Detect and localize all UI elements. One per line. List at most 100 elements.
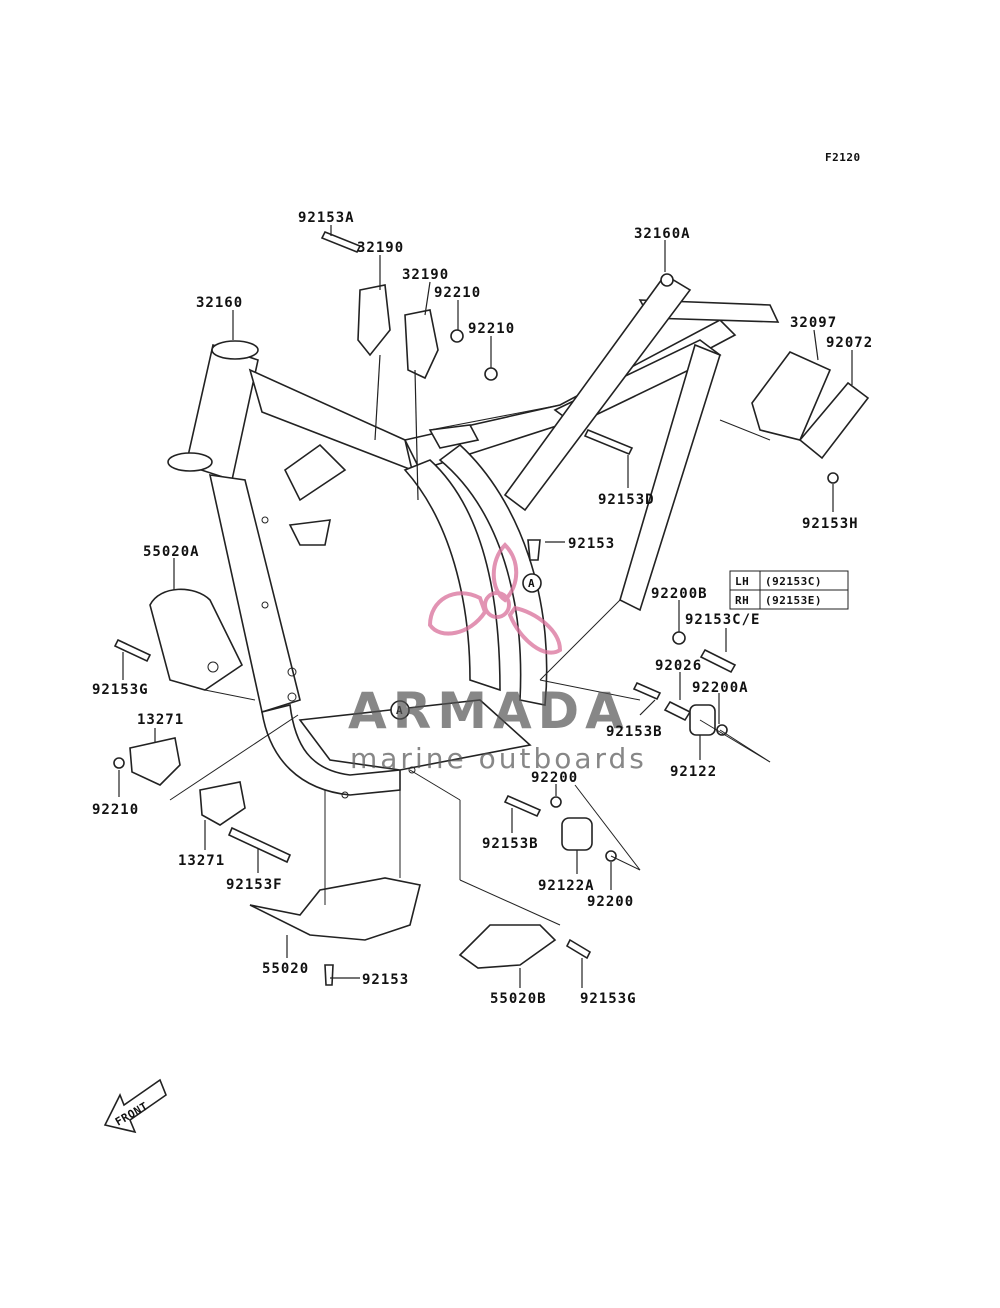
bolt-92153D — [583, 428, 634, 456]
subframe-joint — [660, 273, 674, 287]
side-table-row1-side: LH — [735, 575, 749, 588]
nut-92210-a — [450, 329, 464, 343]
nut-92210-b — [484, 367, 498, 381]
frame-hole-4 — [287, 692, 297, 702]
skid-plate-55020 — [249, 877, 421, 941]
part-label: 13271 — [137, 712, 184, 728]
head-tube-top — [211, 340, 259, 360]
guard-55020B — [458, 924, 557, 969]
gusset-3 — [428, 424, 480, 449]
part-label: 92153G — [580, 991, 637, 1007]
part-label: 55020 — [262, 961, 309, 977]
part-label: 32160A — [634, 226, 691, 242]
frame-hole-1 — [261, 516, 269, 524]
part-label: 92153B — [606, 724, 663, 740]
damper-92122A — [561, 817, 593, 851]
gusset-2 — [288, 519, 332, 546]
part-label: 32097 — [790, 315, 837, 331]
side-table-row2-side: RH — [735, 594, 749, 607]
part-label: 92122A — [538, 878, 595, 894]
part-label: 13271 — [178, 853, 225, 869]
part-label: 32190 — [357, 240, 404, 256]
watermark-brand: ARMADA — [348, 682, 630, 740]
part-label: 92153D — [598, 492, 655, 508]
bolt-92153-mid — [527, 539, 541, 561]
part-label: 92153 — [568, 536, 615, 552]
part-label: 55020B — [490, 991, 547, 1007]
bottom-cradle — [261, 704, 401, 796]
guard-55020A — [149, 588, 244, 691]
head-tube-bottom — [167, 452, 213, 472]
part-label: 92072 — [826, 335, 873, 351]
front-arrow: FRONT — [103, 1078, 167, 1134]
part-label: 92153 — [362, 972, 409, 988]
part-label: 92153H — [802, 516, 859, 532]
part-label: 32190 — [402, 267, 449, 283]
nut-92210-c — [113, 757, 125, 769]
damper-92122 — [689, 704, 716, 736]
part-label: 92153A — [298, 210, 355, 226]
part-label: 92210 — [92, 802, 139, 818]
side-table-row2-part: (92153E) — [765, 594, 822, 607]
frame-hole-6 — [408, 766, 416, 774]
bolt-92153B-a — [632, 681, 662, 701]
engine-bracket-1 — [357, 284, 391, 357]
part-label: 92153F — [226, 877, 283, 893]
part-label: 92210 — [434, 285, 481, 301]
down-tube — [208, 474, 301, 714]
guard-55020A-hole — [207, 661, 219, 673]
part-label: 92210 — [468, 321, 515, 337]
part-label: 92200 — [587, 894, 634, 910]
bolt-92153G-left — [113, 638, 152, 663]
bolt-92153H — [827, 472, 839, 484]
bolt-92153F — [227, 826, 292, 864]
logo-blade-3 — [507, 605, 563, 655]
bolt-92153CE — [699, 648, 737, 674]
engine-plate-13271-b — [199, 781, 246, 826]
front-arrow-shape — [103, 1078, 167, 1134]
part-label: 92026 — [655, 658, 702, 674]
ref-marker-a-lower-label: A — [396, 704, 403, 717]
bolt-92153-bottom — [324, 964, 334, 986]
frame-hole-2 — [261, 601, 269, 609]
bolt-92153G-right — [565, 938, 592, 960]
watermark: ARMADA marine outboards — [348, 542, 647, 775]
part-label: 55020A — [143, 544, 200, 560]
ref-marker-a-upper-label: A — [528, 577, 535, 590]
washer-92200B — [672, 631, 686, 645]
part-label: 92122 — [670, 764, 717, 780]
side-table: LH (92153C) RH (92153E) — [729, 570, 849, 610]
frame-hole-3 — [287, 667, 297, 677]
ref-marker-a-lower — [390, 700, 410, 720]
ref-marker-a-upper — [522, 573, 542, 593]
bolt-92153A — [320, 230, 362, 254]
watermark-tagline: marine outboards — [350, 742, 647, 775]
main-frame-drawing — [167, 273, 780, 799]
subframe-strut — [503, 273, 692, 512]
watermark-logo — [427, 542, 563, 655]
cdi-box-32097 — [751, 351, 832, 441]
part-label: 92200B — [651, 586, 708, 602]
frame-hole-5 — [341, 791, 349, 799]
part-label: 92153B — [482, 836, 539, 852]
washer-92200-a — [550, 796, 562, 808]
bolt-92153B-b — [503, 794, 542, 818]
part-label: 92200 — [531, 770, 578, 786]
swingarm-pivot-tube — [438, 443, 548, 706]
center-frame-tube — [403, 459, 501, 692]
subframe-rear-tube — [619, 343, 721, 612]
gusset-1 — [283, 443, 347, 502]
collar-92026 — [663, 700, 692, 722]
part-label: 32160 — [196, 295, 243, 311]
figure-code: F2120 — [825, 151, 861, 164]
logo-blade-1 — [491, 542, 519, 603]
band-92072 — [798, 381, 870, 460]
leader-lines — [118, 225, 853, 988]
part-label: 92200A — [692, 680, 749, 696]
engine-plate-13271-a — [129, 737, 181, 786]
cradle-crossplate — [298, 699, 532, 771]
logo-blade-2 — [427, 591, 488, 636]
side-table-row1-part: (92153C) — [765, 575, 822, 588]
